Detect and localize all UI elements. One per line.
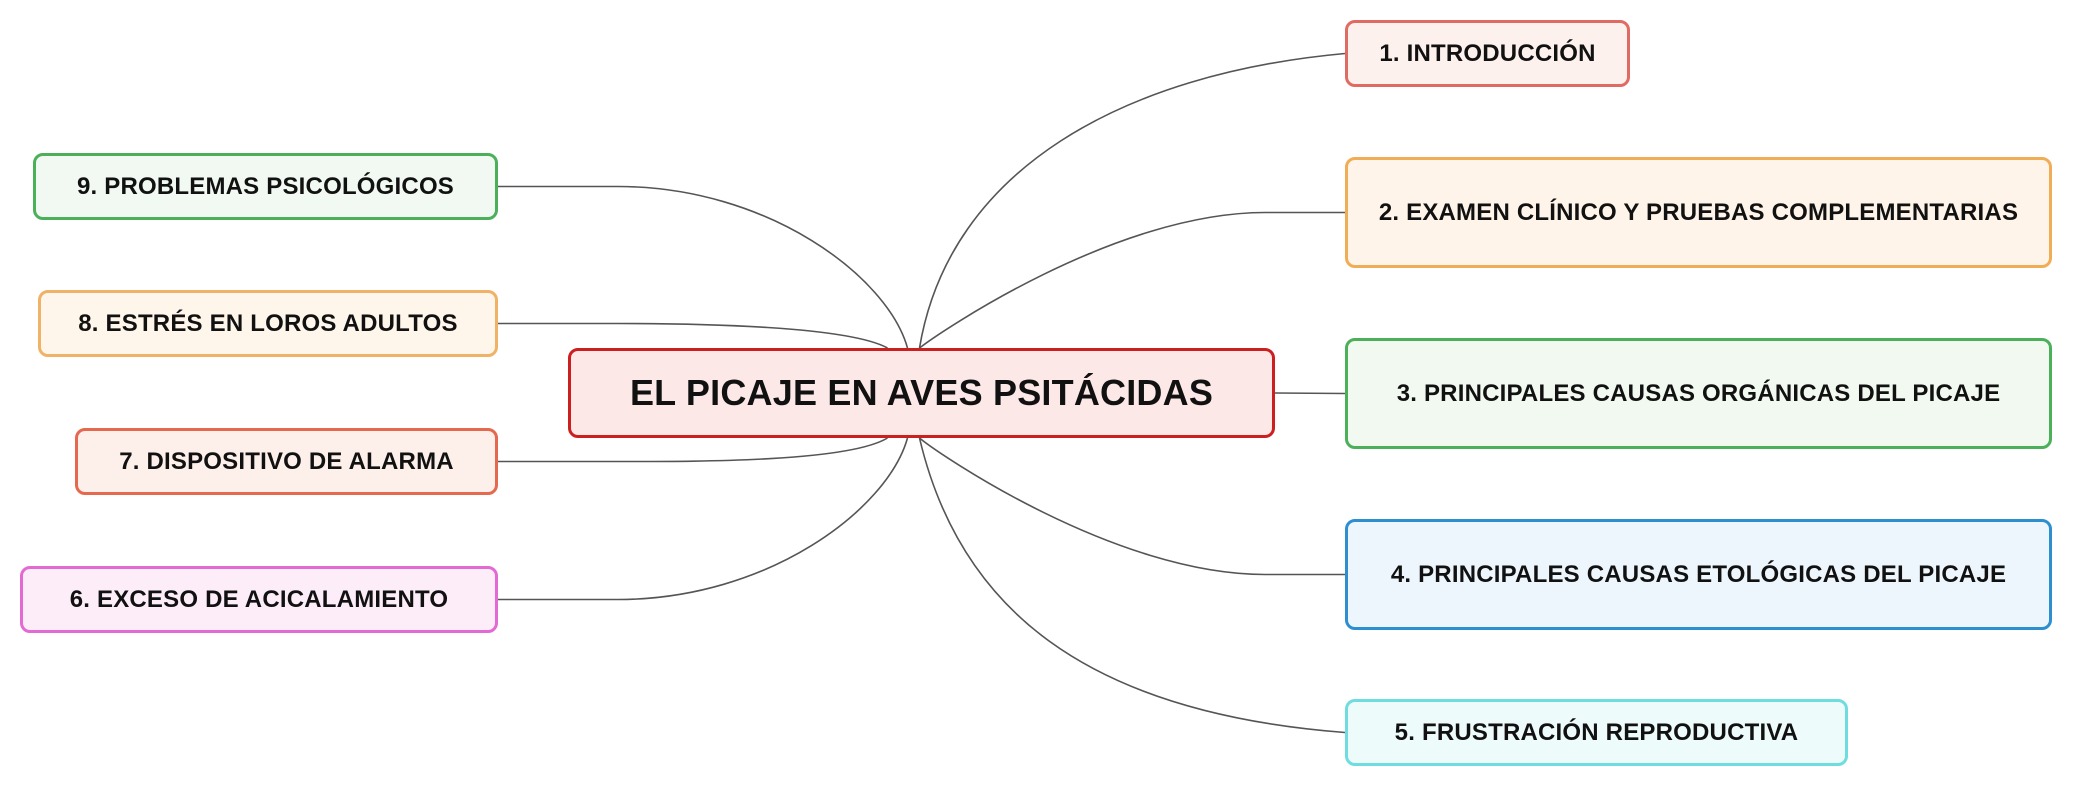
topic-causas-etologicas[interactable]: 4. PRINCIPALES CAUSAS ETOLÓGICAS DEL PIC…	[1345, 519, 2052, 630]
topic-causas-organicas[interactable]: 3. PRINCIPALES CAUSAS ORGÁNICAS DEL PICA…	[1345, 338, 2052, 449]
connector-line	[498, 437, 909, 601]
topic-label: 7. DISPOSITIVO DE ALARMA	[119, 447, 454, 475]
connector-line	[918, 437, 1346, 734]
central-topic[interactable]: EL PICAJE EN AVES PSITÁCIDAS	[568, 348, 1275, 438]
topic-frustracion-reproductiva[interactable]: 5. FRUSTRACIÓN REPRODUCTIVA	[1345, 699, 1848, 766]
topic-introduccion[interactable]: 1. INTRODUCCIÓN	[1345, 20, 1630, 87]
topic-label: 6. EXCESO DE ACICALAMIENTO	[69, 585, 449, 613]
connector-line	[919, 211, 1345, 349]
topic-label: 8. ESTRÉS EN LOROS ADULTOS	[78, 309, 458, 337]
topic-dispositivo-alarma[interactable]: 7. DISPOSITIVO DE ALARMA	[75, 428, 498, 495]
connector-line	[498, 322, 888, 349]
topic-label: 1. INTRODUCCIÓN	[1379, 39, 1596, 67]
topic-label: 5. FRUSTRACIÓN REPRODUCTIVA	[1394, 718, 1799, 746]
connector-line	[1274, 392, 1346, 395]
topic-label: 9. PROBLEMAS PSICOLÓGICOS	[76, 172, 455, 200]
topic-estres-loros-adultos[interactable]: 8. ESTRÉS EN LOROS ADULTOS	[38, 290, 498, 357]
topic-examen-clinico[interactable]: 2. EXAMEN CLÍNICO Y PRUEBAS COMPLEMENTAR…	[1345, 157, 2052, 268]
topic-label: 4. PRINCIPALES CAUSAS ETOLÓGICAS DEL PIC…	[1390, 560, 2007, 588]
connector-line	[918, 437, 1345, 576]
connector-line	[498, 437, 888, 463]
topic-label: 3. PRINCIPALES CAUSAS ORGÁNICAS DEL PICA…	[1396, 379, 2001, 407]
topic-label: 2. EXAMEN CLÍNICO Y PRUEBAS COMPLEMENTAR…	[1378, 198, 2019, 226]
topic-exceso-acicalamiento[interactable]: 6. EXCESO DE ACICALAMIENTO	[20, 566, 498, 633]
connector-line	[498, 185, 909, 349]
topic-problemas-psicologicos[interactable]: 9. PROBLEMAS PSICOLÓGICOS	[33, 153, 498, 220]
connector-line	[918, 52, 1346, 349]
central-topic-label: EL PICAJE EN AVES PSITÁCIDAS	[629, 372, 1214, 413]
